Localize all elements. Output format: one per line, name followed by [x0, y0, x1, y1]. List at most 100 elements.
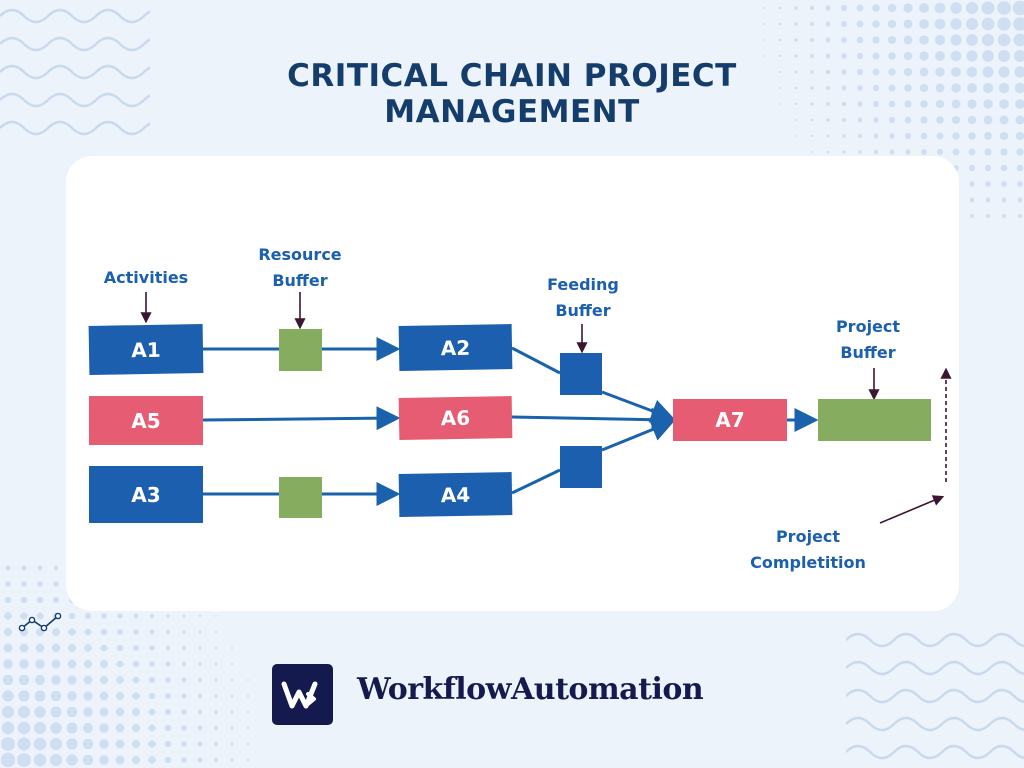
arrow-a5-a6 [202, 406, 401, 431]
halftone-dot [18, 706, 30, 718]
halftone-dot [35, 643, 45, 653]
halftone-dot [99, 755, 109, 765]
halftone-dot [117, 629, 123, 635]
wave-pattern-bottom-right [846, 632, 1024, 760]
halftone-dot [51, 659, 61, 669]
halftone-dot [149, 613, 155, 619]
halftone-dot [872, 84, 880, 92]
halftone-dot [794, 22, 798, 26]
page-title: CRITICAL CHAIN PROJECT MANAGEMENT [0, 58, 1024, 130]
halftone-dot [763, 55, 765, 57]
halftone-dot [36, 612, 44, 620]
halftone-dot [3, 627, 13, 637]
halftone-dot [999, 115, 1009, 125]
halftone-dot [997, 17, 1011, 31]
halftone-dot [794, 54, 798, 58]
halftone-dot [934, 2, 946, 14]
halftone-dot [1013, 49, 1024, 63]
halftone-dot [197, 757, 203, 763]
halftone-dot [950, 66, 962, 78]
halftone-dot [841, 37, 847, 43]
halftone-dot [20, 612, 28, 620]
halftone-dot [198, 630, 202, 634]
node-a4: A4 [398, 472, 513, 517]
halftone-dot [117, 613, 123, 619]
halftone-dot [825, 21, 831, 27]
halftone-dot [795, 135, 797, 137]
halftone-dot [164, 756, 172, 764]
arrow-feeding-buffer-2-a7 [601, 418, 676, 452]
halftone-dot [100, 660, 108, 668]
resource-buffer-1 [279, 329, 322, 371]
arrow-a6-a7 [511, 407, 676, 432]
node-a6: A6 [398, 396, 513, 440]
halftone-dot [856, 36, 864, 44]
diagram-card [66, 156, 959, 611]
halftone-dot [246, 694, 250, 698]
halftone-dot [149, 645, 155, 651]
halftone-dot [100, 644, 108, 652]
halftone-dot [50, 738, 62, 750]
halftone-dot [888, 84, 896, 92]
halftone-dot [34, 706, 46, 718]
halftone-dot [230, 694, 234, 698]
halftone-dot [842, 134, 846, 138]
halftone-dot [1001, 213, 1007, 219]
halftone-dot [968, 164, 976, 172]
halftone-dot [951, 99, 961, 109]
halftone-dot [950, 2, 962, 14]
node-a3-label: A3 [131, 482, 161, 507]
halftone-dot [888, 100, 896, 108]
halftone-dot [181, 677, 187, 683]
halftone-dot [115, 755, 125, 765]
halftone-dot [841, 53, 847, 59]
halftone-dot [99, 723, 109, 733]
halftone-dot [51, 675, 61, 685]
node-a5-label: A5 [131, 408, 161, 433]
halftone-dot [18, 674, 30, 686]
halftone-dot [4, 612, 12, 620]
halftone-dot [181, 693, 187, 699]
halftone-dot [84, 644, 92, 652]
halftone-dot [197, 741, 203, 747]
halftone-dot [230, 742, 234, 746]
halftone-dot [246, 710, 250, 714]
halftone-dot [904, 100, 912, 108]
halftone-dot [148, 692, 156, 700]
halftone-dot [230, 726, 234, 730]
halftone-dot [763, 23, 765, 25]
halftone-dot [52, 596, 60, 604]
halftone-dot [68, 612, 76, 620]
halftone-dot [181, 709, 187, 715]
halftone-dot [1014, 66, 1024, 78]
halftone-dot [5, 565, 11, 571]
halftone-dot [214, 646, 218, 650]
halftone-dot [19, 643, 29, 653]
halftone-dot [903, 51, 913, 61]
halftone-dot [19, 659, 29, 669]
halftone-dot [83, 659, 93, 669]
halftone-dot [856, 68, 864, 76]
halftone-dot [936, 132, 944, 140]
halftone-dot [826, 118, 830, 122]
halftone-dot [857, 133, 863, 139]
node-a5: A5 [89, 396, 203, 445]
halftone-dot [149, 629, 155, 635]
halftone-dot [148, 676, 156, 684]
halftone-dot [197, 725, 203, 731]
label-feeding-buffer: Feeding Buffer [547, 275, 619, 320]
halftone-dot [116, 692, 124, 700]
halftone-dot [52, 628, 60, 636]
halftone-dot [53, 581, 59, 587]
halftone-dot [115, 739, 125, 749]
halftone-dot [763, 7, 765, 9]
halftone-dot [246, 726, 250, 730]
halftone-dot [165, 661, 171, 667]
halftone-dot [825, 69, 831, 75]
halftone-dot [826, 150, 830, 154]
halftone-dot [17, 737, 31, 751]
workflow-automation-logo [272, 664, 333, 725]
halftone-dot [969, 197, 975, 203]
halftone-dot [967, 99, 977, 109]
halftone-dot [779, 103, 781, 105]
